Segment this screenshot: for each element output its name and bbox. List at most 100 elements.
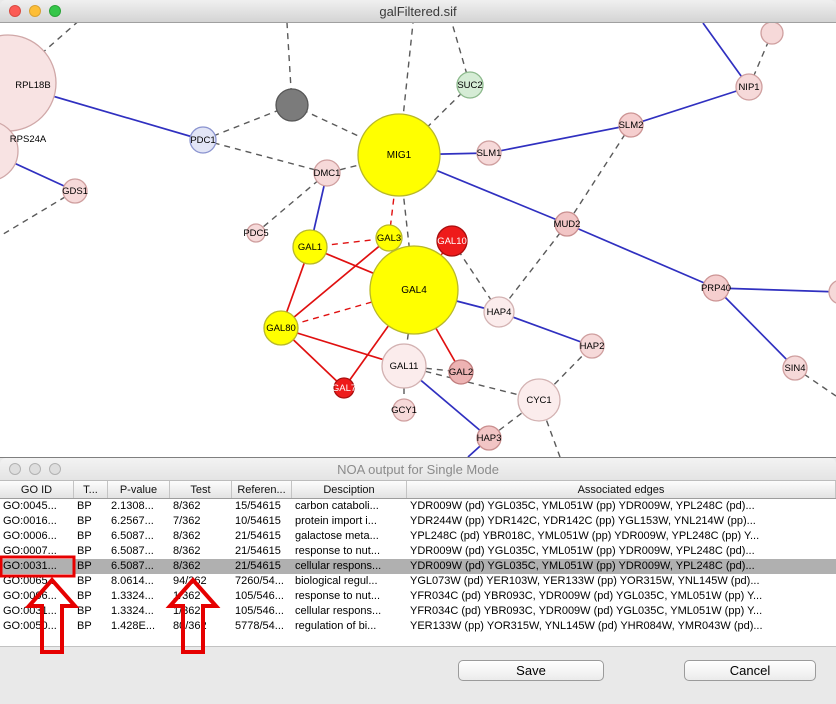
network-edge-UNK1-MIG1[interactable] (291, 104, 400, 156)
network-edge-SLM2-MUD2[interactable] (566, 124, 632, 225)
table-cell: 10/54615 (235, 515, 281, 527)
network-node-GAL11[interactable] (381, 343, 427, 389)
network-node-HAP4[interactable] (483, 296, 515, 328)
network-edge-GAL80-GAL3[interactable] (280, 237, 390, 329)
network-node-MUD2[interactable] (554, 211, 580, 237)
zoom-button[interactable] (49, 5, 61, 17)
network-node-label-PDC5: PDC5 (243, 228, 268, 239)
network-node-GAL7[interactable] (333, 377, 355, 399)
table-cell: 105/546... (235, 590, 284, 602)
table-cell: YGL073W (pd) YER103W, YER133W (pp) YOR31… (410, 575, 760, 587)
network-node-MSX1[interactable] (828, 280, 836, 304)
table-cell: 1/362 (173, 590, 201, 602)
minimize-button[interactable] (29, 463, 41, 475)
network-edge-PRP40-SIN4[interactable] (715, 287, 796, 369)
network-node-SLM1[interactable] (476, 140, 502, 166)
network-node-MIG1[interactable] (357, 113, 441, 197)
network-node-PDC1[interactable] (189, 126, 217, 154)
table-cell: 8/362 (173, 545, 201, 557)
close-button[interactable] (9, 5, 21, 17)
network-edge-GDS1-offscreen[interactable] (0, 190, 76, 237)
column-header-p-value[interactable]: P-value (108, 481, 170, 498)
network-node-GAL3[interactable] (375, 224, 403, 252)
network-node-GDS1[interactable] (62, 178, 88, 204)
network-node-RPS24A[interactable] (0, 121, 19, 181)
network-node-label-GAL2: GAL2 (449, 367, 473, 378)
network-edge-SLM2-NIP1[interactable] (630, 86, 750, 126)
network-node-CYC1[interactable] (517, 378, 561, 422)
network-edge-MUD2-PRP40[interactable] (566, 223, 717, 289)
table-cell: response to nut... (295, 545, 380, 557)
network-node-SLM2[interactable] (618, 112, 644, 138)
network-edge-SIN4-offscreen[interactable] (794, 367, 836, 397)
column-header-desciption[interactable]: Desciption (292, 481, 407, 498)
column-header-associated-edges[interactable]: Associated edges (407, 481, 836, 498)
cancel-button[interactable]: Cancel (684, 660, 816, 681)
table-cell: 105/546... (235, 605, 284, 617)
table-cell: 8/362 (173, 530, 201, 542)
network-edge-SUC2-MIG1[interactable] (398, 84, 471, 156)
network-edge-PRP40-MSX1[interactable] (715, 287, 836, 293)
noa-window-titlebar[interactable]: NOA output for Single Mode (0, 458, 836, 481)
network-canvas[interactable]: RPL18BRPS24AGDS1PDC1DMC1MIG1SUC2SLM1SLM2… (0, 23, 836, 457)
table-cell: BP (77, 620, 92, 632)
network-node-label-HAP2: HAP2 (580, 341, 605, 352)
network-node-label-SLM2: SLM2 (619, 120, 644, 131)
network-node-SIN4[interactable] (782, 355, 808, 381)
table-cell: YFR034C (pd) YBR093C, YDR009W (pd) YGL03… (410, 605, 763, 617)
zoom-button[interactable] (49, 463, 61, 475)
table-cell: YDR009W (pd) YGL035C, YML051W (pp) YDR00… (410, 560, 755, 572)
table-cell: 5778/54... (235, 620, 284, 632)
network-node-GAL4[interactable] (369, 245, 459, 335)
column-header-test[interactable]: Test (170, 481, 232, 498)
minimize-button[interactable] (29, 5, 41, 17)
network-node-label-GAL7: GAL7 (332, 383, 356, 394)
network-node-GAL10[interactable] (436, 225, 468, 257)
network-node-HAP3[interactable] (476, 425, 502, 451)
network-edge-DMC1-PDC5[interactable] (255, 172, 328, 234)
network-node-PDC5[interactable] (246, 223, 266, 243)
close-button[interactable] (9, 463, 21, 475)
network-node-label-GAL10: GAL10 (437, 236, 467, 247)
network-edge-HAP4-HAP2[interactable] (498, 311, 593, 347)
network-node-TRN1[interactable] (760, 23, 784, 45)
network-node-GCY1[interactable] (392, 398, 416, 422)
save-button[interactable]: Save (458, 660, 604, 681)
network-node-UNK1[interactable] (275, 88, 309, 122)
network-node-GAL2[interactable] (448, 359, 474, 385)
network-node-label-GDS1: GDS1 (62, 186, 88, 197)
network-node-GAL80[interactable] (263, 310, 299, 346)
network-window-titlebar[interactable]: galFiltered.sif (0, 0, 836, 23)
network-node-NIP1[interactable] (735, 73, 763, 101)
network-node-PRP40[interactable] (702, 274, 730, 302)
table-cell: 6.5087... (111, 545, 154, 557)
table-cell: YDR244W (pp) YDR142C, YDR142C (pp) YGL15… (410, 515, 756, 527)
network-node-DMC1[interactable] (313, 159, 341, 187)
column-header-t-[interactable]: T... (74, 481, 108, 498)
column-header-referen-[interactable]: Referen... (232, 481, 292, 498)
table-cell: YDR009W (pd) YGL035C, YML051W (pp) YDR00… (410, 545, 755, 557)
network-edge-MUD2-HAP4[interactable] (498, 223, 568, 313)
network-node-HAP2[interactable] (579, 333, 605, 359)
table-cell: GO:0031... (3, 560, 57, 572)
network-edge-PDC1-DMC1[interactable] (202, 139, 328, 174)
network-node-SUC2[interactable] (456, 71, 484, 99)
column-header-go-id[interactable]: GO ID (0, 481, 74, 498)
network-node-GAL1[interactable] (292, 229, 328, 265)
table-cell: GO:0065... (3, 575, 57, 587)
network-edge-SLM1-SLM2[interactable] (488, 124, 632, 154)
network-edge-GAL11-CYC1[interactable] (403, 365, 540, 401)
network-node-label-SIN4: SIN4 (784, 363, 805, 374)
